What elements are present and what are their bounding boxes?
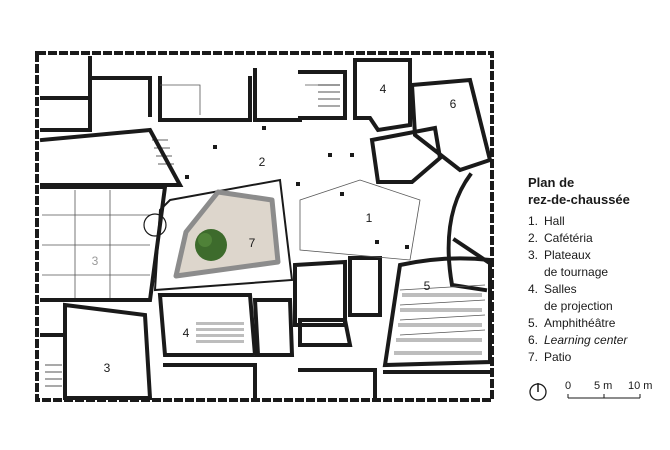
stairs [45,84,340,387]
room-label-4-bottom: 4 [183,326,190,340]
legend: Plan de rez-de-chaussée 1. Hall 2. Cafétér… [528,174,668,366]
legend-item-patio: 7. Patio [528,349,668,366]
room-label-3-left: 3 [92,254,99,268]
legend-title-line1: Plan de [528,175,575,190]
scale-end: 10 m [628,380,653,392]
legend-num: 2. [528,231,539,245]
scale-graphic [529,383,641,401]
legend-item-hall: 1. Hall [528,213,668,230]
legend-label: Hall [544,214,565,228]
tree-icon [195,229,227,261]
legend-list: 1. Hall 2. Cafétéria 3. Plateaux de tournage… [528,213,668,366]
legend-label: Patio [544,350,572,364]
legend-label: Amphithéâtre [544,316,616,330]
legend-num: 7. [528,350,539,364]
legend-label-cont: de projection [544,299,613,313]
walls [39,56,493,400]
room-label-2: 2 [259,155,266,169]
patio-floor [173,189,281,279]
scale-mid: 5 m [594,380,613,392]
room-label-3-bottom: 3 [104,361,111,375]
room-label-6: 6 [450,97,457,111]
legend-label-cont: de tournage [544,265,609,279]
columns [185,126,409,249]
legend-title-line2: rez-de-chaussée [528,192,630,207]
legend-title: Plan de rez-de-chaussée [528,174,668,208]
legend-item-salles: 4. Salles de projection [528,281,668,315]
floor-plan: 1 2 3 3 4 4 5 6 7 [35,51,494,402]
legend-num: 6. [528,333,539,347]
legend-label: Cafétéria [544,231,593,245]
legend-num: 4. [528,282,539,296]
legend-label: Salles [544,282,577,296]
scale-bar: 0 5 m 10 m [528,380,668,409]
cinema-seats [196,322,244,343]
amphitheatre-seats [394,293,482,355]
legend-label: Plateaux [544,248,591,262]
legend-item-plateaux: 3. Plateaux de tournage [528,247,668,281]
legend-num: 5. [528,316,539,330]
spiral-stair [143,213,167,237]
legend-item-amphitheatre: 5. Amphithéâtre [528,315,668,332]
legend-item-cafeteria: 2. Cafétéria [528,230,668,247]
room-label-5: 5 [424,279,431,293]
legend-item-learning-center: 6. Learning center [528,332,668,349]
room-label-4-top: 4 [380,82,387,96]
tree-icon-highlight [198,233,212,247]
legend-num: 3. [528,248,539,262]
building-outline [35,51,494,402]
room-label-7: 7 [249,236,256,250]
legend-num: 1. [528,214,539,228]
legend-label: Learning center [544,333,628,347]
scale-zero: 0 [565,380,572,392]
room-label-1: 1 [366,211,373,225]
